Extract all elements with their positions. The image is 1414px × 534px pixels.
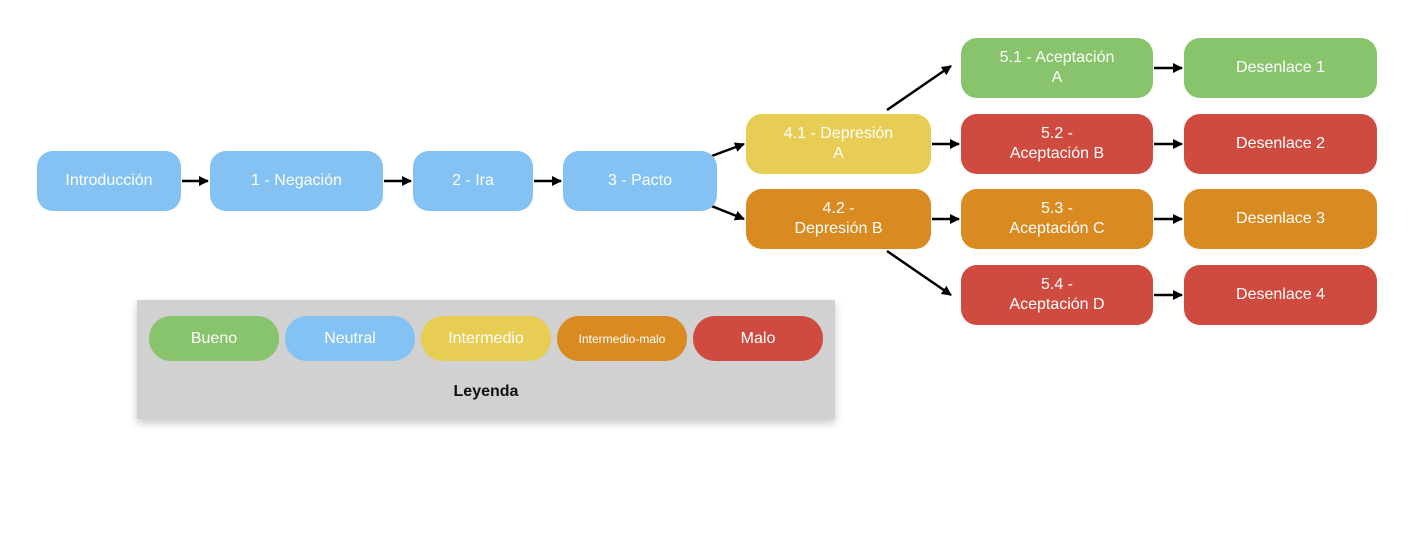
node-label-line2: Aceptación B [1009,145,1105,162]
edge-arrow-depresion_b-to-aceptacion_d [886,249,952,297]
node-label: Desenlace 2 [1236,135,1325,152]
node-label-line1: 5.3 - [1040,200,1073,217]
legend-chip-label: Intermedio-malo [578,331,666,346]
node-introduccion[interactable]: Introducción [37,151,181,211]
node-label: 1 - Negación [251,172,342,189]
node-label: Desenlace 1 [1236,59,1325,76]
edge-arrow-pacto-to-depresion_b [708,203,745,221]
node-negacion[interactable]: 1 - Negación [210,151,383,211]
node-label-line2: A [1051,69,1063,86]
node-depresion-a[interactable]: 4.1 - Depresión A [746,114,931,174]
node-label: Desenlace 3 [1236,210,1325,227]
legend-chip-intermedio: Intermedio [421,316,551,361]
node-label-line1: 4.1 - Depresión [783,125,894,142]
node-label-line1: 4.2 - [822,200,855,217]
legend-chip-neutral: Neutral [285,316,415,361]
node-label: Introducción [65,172,153,189]
node-aceptacion-a[interactable]: 5.1 - Aceptación A [961,38,1153,98]
legend-chip-malo: Malo [693,316,823,361]
node-label-line2: Aceptación C [1009,220,1105,237]
node-desenlace-4[interactable]: Desenlace 4 [1184,265,1377,325]
node-label-line1: 5.4 - [1040,276,1073,293]
edge-arrow-pacto-to-depresion_a [708,142,745,159]
legend-chip-intermedio-malo: Intermedio-malo [557,316,687,361]
legend: Bueno Neutral Intermedio Intermedio-malo… [137,300,835,419]
node-aceptacion-d[interactable]: 5.4 - Aceptación D [961,265,1153,325]
node-desenlace-3[interactable]: Desenlace 3 [1184,189,1377,249]
legend-title: Leyenda [453,383,519,400]
legend-chip-label: Intermedio [448,329,524,347]
node-aceptacion-c[interactable]: 5.3 - Aceptación C [961,189,1153,249]
node-label: 3 - Pacto [607,172,673,189]
node-ira[interactable]: 2 - Ira [413,151,533,211]
legend-chip-label: Bueno [190,329,238,347]
node-label-line1: 5.1 - Aceptación [999,49,1115,66]
node-aceptacion-b[interactable]: 5.2 - Aceptación B [961,114,1153,174]
node-label-line2: A [833,145,844,162]
node-desenlace-1[interactable]: Desenlace 1 [1184,38,1377,98]
legend-chip-label: Neutral [324,329,376,347]
legend-chip-label: Malo [740,329,776,347]
edge-arrow-depresion_a-to-aceptacion_a [886,64,952,112]
node-pacto[interactable]: 3 - Pacto [563,151,717,211]
node-depresion-b[interactable]: 4.2 - Depresión B [746,189,931,249]
node-label: Desenlace 4 [1236,286,1325,303]
node-label-line1: 5.2 - [1040,125,1073,142]
node-label-line2: Depresión B [794,220,883,237]
legend-chip-bueno: Bueno [149,316,279,361]
node-label: 2 - Ira [452,172,494,189]
node-desenlace-2[interactable]: Desenlace 2 [1184,114,1377,174]
node-label-line2: Aceptación D [1009,296,1105,313]
